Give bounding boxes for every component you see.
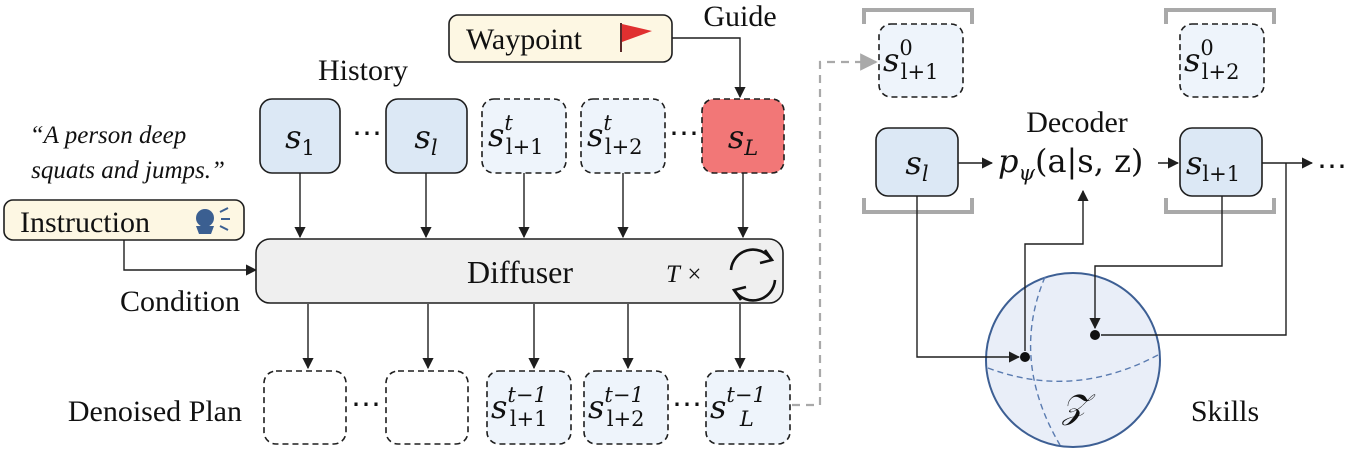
history-label: History bbox=[318, 54, 408, 87]
condition-label: Condition bbox=[120, 285, 240, 318]
instruction-label: Instruction bbox=[20, 206, 150, 239]
history-state-l-text: sl bbox=[414, 118, 437, 160]
waypoint-arrow bbox=[672, 37, 746, 99]
arrow-skill-to-decoder bbox=[1024, 189, 1089, 351]
plan-empty-2 bbox=[385, 370, 469, 445]
history-dots-1: ⋯ bbox=[352, 117, 382, 150]
decoder-input-state-text: sl bbox=[905, 144, 928, 186]
skills-label: Skills bbox=[1191, 395, 1259, 428]
arrow-state-to-skill bbox=[916, 196, 1021, 363]
decoder-top-state-l2 bbox=[1179, 23, 1265, 98]
skill-point-next bbox=[1090, 330, 1100, 340]
plan-to-decoder-connector bbox=[792, 53, 878, 407]
arrow-skill-to-next bbox=[1101, 163, 1287, 336]
diffuser-label: Diffuser bbox=[467, 254, 573, 290]
diffuser-box bbox=[255, 238, 784, 304]
plan-state-l2 bbox=[583, 370, 669, 445]
arrow-next-state-to-skill bbox=[1089, 196, 1223, 330]
plan-state-L bbox=[705, 370, 791, 445]
trailing-dots: ⋯ bbox=[1317, 150, 1347, 183]
plan-empty-1 bbox=[263, 370, 347, 445]
history-dots-2: ⋯ bbox=[669, 117, 699, 150]
quote-line-2: squats and jumps.” bbox=[31, 157, 225, 184]
bracket-top-left bbox=[862, 8, 974, 24]
decoder-output-state-text: sl+1 bbox=[1186, 144, 1240, 186]
skill-sphere bbox=[985, 272, 1161, 448]
bracket-bottom-right bbox=[1164, 198, 1276, 214]
guide-state-L-text: sL bbox=[728, 118, 758, 160]
refresh-loop-icon bbox=[729, 248, 777, 302]
decoder-function: pψ(a|s, z) bbox=[998, 142, 1143, 185]
history-state-l2 bbox=[580, 98, 666, 174]
history-state-l1 bbox=[481, 98, 567, 174]
quote-line-1: “A person deep bbox=[30, 122, 186, 149]
diffuser-times-label: T × bbox=[666, 261, 703, 288]
waypoint-label: Waypoint bbox=[466, 23, 583, 56]
skill-point-current bbox=[1020, 352, 1030, 362]
instruction-arrow bbox=[123, 240, 258, 276]
plan-dots-2: ⋯ bbox=[672, 388, 702, 421]
plan-dots-1: ⋯ bbox=[351, 388, 381, 421]
decoder-output-state bbox=[1179, 127, 1263, 197]
guide-label: Guide bbox=[703, 0, 776, 33]
denoised-plan-label: Denoised Plan bbox=[68, 395, 242, 428]
speaking-head-icon bbox=[196, 207, 230, 234]
bracket-top-right bbox=[1164, 8, 1276, 24]
plan-state-l1 bbox=[486, 370, 572, 445]
red-flag-icon bbox=[620, 23, 652, 52]
history-state-1-text: s1 bbox=[285, 118, 315, 160]
decoder-top-state-l1 bbox=[878, 23, 964, 98]
decoder-label: Decoder bbox=[1026, 106, 1128, 139]
bracket-bottom-left bbox=[862, 198, 974, 214]
